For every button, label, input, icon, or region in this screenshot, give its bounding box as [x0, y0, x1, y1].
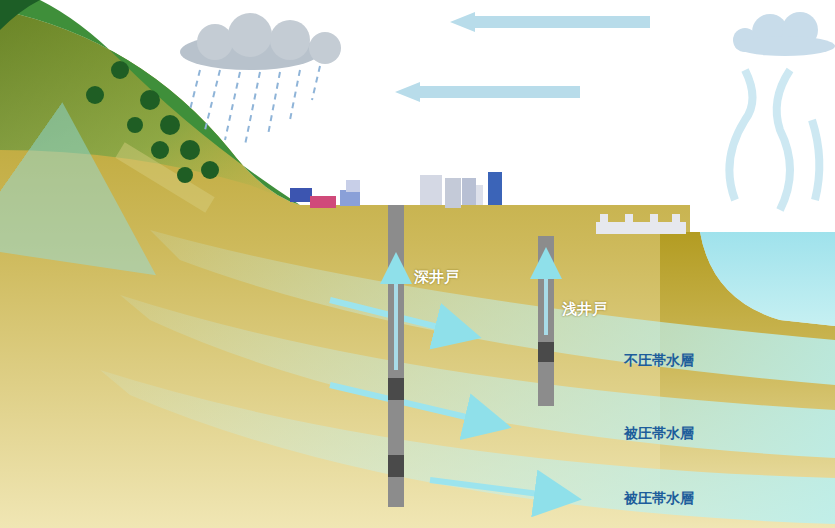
hill-slope	[0, 0, 300, 205]
infiltration-arrow	[20, 180, 120, 250]
wind-arrow	[475, 16, 650, 28]
wind-arrow	[450, 12, 475, 32]
hill-top	[0, 0, 40, 30]
well-flow	[394, 260, 398, 370]
hill	[0, 0, 300, 205]
well-label: 浅井戸	[562, 300, 607, 318]
aquifer-label: 不圧帯水層	[624, 352, 694, 369]
infiltration-arrow	[120, 150, 210, 205]
well-screen	[388, 455, 404, 477]
rain-cloud	[180, 13, 341, 145]
sky-gap	[690, 205, 835, 233]
flow-arrow	[430, 480, 570, 498]
wind-arrow	[395, 82, 420, 102]
well-screen	[538, 342, 554, 362]
buildings	[290, 172, 686, 234]
confined-aquifer	[120, 295, 835, 458]
well-screen	[388, 378, 404, 400]
shallow-well	[538, 236, 554, 406]
wind-arrow	[420, 86, 580, 98]
unconfined-aquifer	[150, 230, 835, 385]
sea-surface	[700, 232, 835, 326]
evaporation-arrows	[729, 70, 819, 210]
flow-arrow	[330, 385, 500, 425]
trees	[86, 61, 219, 183]
aquifer-label: 被圧帯水層	[624, 490, 694, 507]
confined-aquifer	[100, 370, 835, 524]
deep-well	[388, 205, 404, 507]
well-flow	[544, 255, 548, 335]
well-label: 深井戸	[414, 268, 459, 286]
aquifer-label: 被圧帯水層	[624, 425, 694, 442]
sea-cloud	[733, 12, 835, 56]
